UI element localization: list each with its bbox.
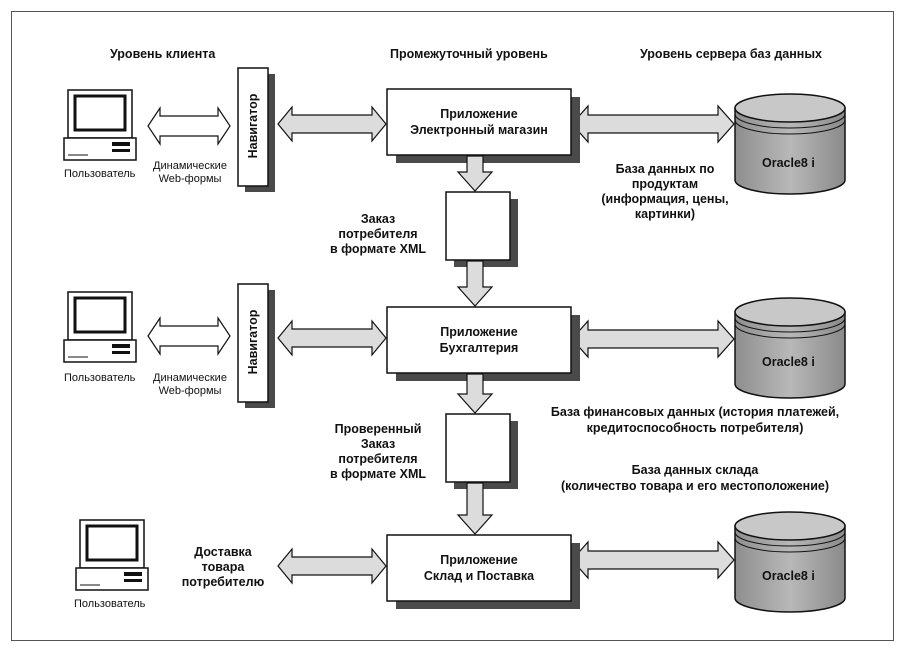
double-arrow-icon xyxy=(277,547,387,585)
navigator-label: Навигатор xyxy=(246,309,260,375)
delivery-label: Доставка товара потребителю xyxy=(181,545,265,589)
forms-label: Динамические Web-формы xyxy=(153,160,227,185)
double-arrow-icon xyxy=(571,540,735,580)
navigator-label: Навигатор xyxy=(246,93,260,159)
document-box xyxy=(445,191,518,267)
navigator-box xyxy=(237,67,275,192)
double-arrow-icon xyxy=(277,319,387,357)
flow-label: Заказ потребителя в формате XML xyxy=(329,212,426,256)
diagram-frame xyxy=(11,11,894,641)
db-label: Oracle8 i xyxy=(762,156,815,170)
db-note: База финансовых данных (история платежей… xyxy=(550,405,840,435)
double-arrow-icon xyxy=(571,104,735,144)
db-note: База данных по продуктам (информация, це… xyxy=(601,162,729,221)
header-middle: Промежуточный уровень xyxy=(390,47,548,61)
double-arrow-icon xyxy=(147,106,231,146)
header-server: Уровень сервера баз данных xyxy=(640,47,822,61)
app-label-warehouse: Приложение Склад и Поставка xyxy=(423,553,535,583)
down-arrow-icon xyxy=(456,155,494,192)
double-arrow-icon xyxy=(571,319,735,359)
db-label: Oracle8 i xyxy=(762,569,815,583)
database-icon xyxy=(734,297,846,399)
navigator-box xyxy=(237,283,275,408)
computer-icon xyxy=(63,89,137,161)
app-box-shop xyxy=(386,88,580,163)
flow-label: Проверенный Заказ потребителя в формате … xyxy=(329,422,426,481)
computer-icon xyxy=(75,519,149,591)
database-icon xyxy=(734,511,846,613)
user-label: Пользователь xyxy=(64,168,136,180)
db-label: Oracle8 i xyxy=(762,355,815,369)
forms-label: Динамические Web-формы xyxy=(153,372,227,397)
down-arrow-icon xyxy=(456,260,494,307)
double-arrow-icon xyxy=(147,316,231,356)
app-box-accounting xyxy=(386,306,580,381)
app-box-warehouse xyxy=(386,534,580,609)
double-arrow-icon xyxy=(277,105,387,143)
app-label-accounting: Приложение Бухгалтерия xyxy=(439,325,519,355)
down-arrow-icon xyxy=(456,373,494,414)
down-arrow-icon xyxy=(456,482,494,535)
user-label: Пользователь xyxy=(74,598,146,610)
computer-icon xyxy=(63,291,137,363)
database-icon xyxy=(734,93,846,195)
user-label: Пользователь xyxy=(64,372,136,384)
app-label-shop: Приложение Электронный магазин xyxy=(410,107,548,137)
document-box xyxy=(445,413,518,489)
header-client: Уровень клиента xyxy=(110,47,216,61)
db-note: База данных склада (количество товара и … xyxy=(560,463,830,493)
